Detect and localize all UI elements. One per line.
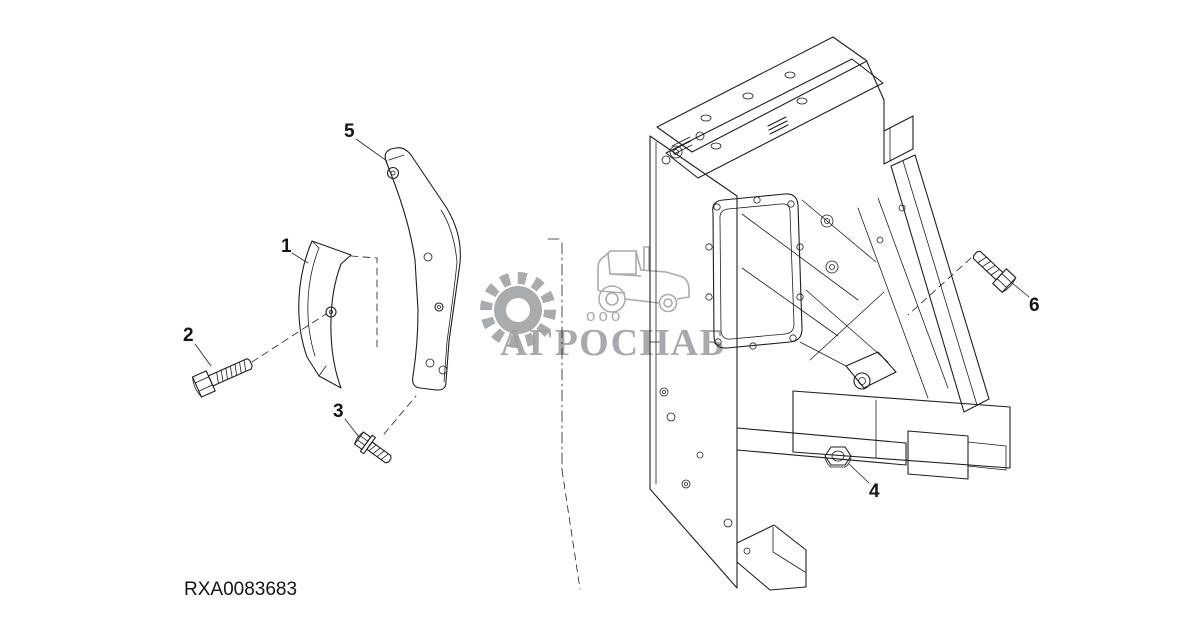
part-1-wedge-plate: [298, 240, 352, 389]
part-2-hex-bolt: [191, 358, 253, 398]
callout-5: 5: [344, 121, 355, 142]
watermark-name: АГРОСНАБ: [500, 322, 726, 364]
callout-labels: 5 1 2 3 4 6: [183, 121, 1040, 502]
tractor-icon: [597, 246, 690, 313]
callout-1: 1: [281, 236, 292, 257]
frame-structure: [649, 36, 1011, 591]
drawing-id: RXA0083683: [184, 579, 297, 600]
part-3-flange-screw: [354, 431, 392, 464]
part-5-bracket-plate: [384, 147, 461, 391]
callout-2: 2: [183, 325, 194, 346]
opening-bolt-holes: [705, 196, 804, 350]
assembly-dashed-lines: [251, 238, 972, 590]
watermark: ooo АГРОСНАБ: [480, 246, 726, 364]
callout-6: 6: [1029, 295, 1040, 316]
watermark-org-form: ooo: [586, 306, 623, 325]
callout-4: 4: [869, 481, 880, 502]
gear-icon: [480, 272, 556, 348]
callout-leader-lines: [194, 138, 1030, 484]
part-6-hex-bolt: [972, 250, 1017, 293]
shim-marks: [671, 116, 789, 155]
part-4-flange-nut: [824, 446, 852, 468]
callout-3: 3: [333, 401, 344, 422]
